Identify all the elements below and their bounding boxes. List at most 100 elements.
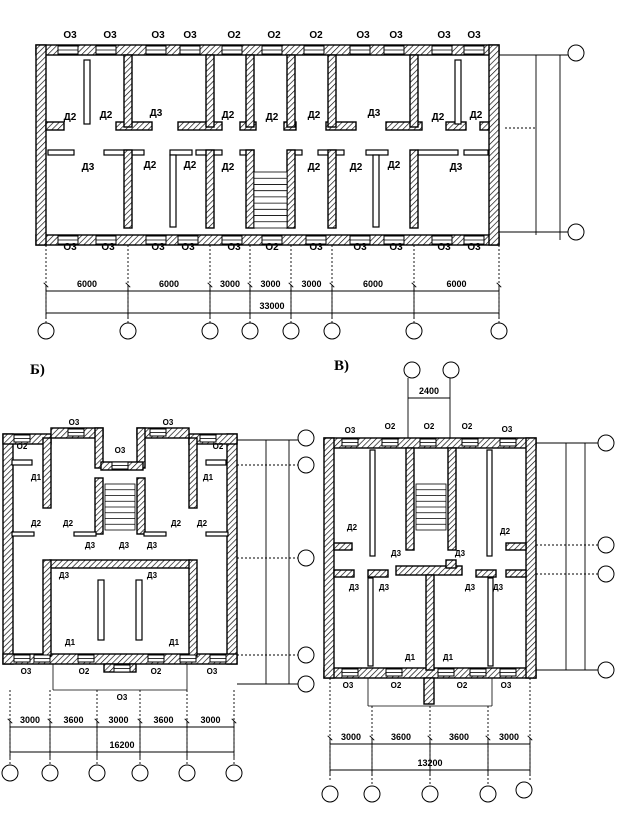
plan-v-wall bbox=[445, 559, 457, 569]
axis-marker bbox=[297, 549, 315, 567]
plan-a-corridor-wall bbox=[463, 149, 489, 156]
plan-v-wall bbox=[505, 569, 527, 578]
plan-b-wall-right bbox=[226, 433, 238, 665]
room-label: Д2 bbox=[432, 112, 445, 123]
room-label: Д3 bbox=[119, 541, 130, 550]
room-label: О3 bbox=[501, 681, 512, 690]
dimension-value: 3000 bbox=[200, 715, 220, 725]
room-label: О3 bbox=[163, 418, 174, 427]
plan-a-corridor-wall bbox=[385, 121, 423, 131]
plan-v-wall bbox=[475, 569, 497, 578]
plan-a-partition bbox=[286, 54, 296, 128]
plan-b-partition bbox=[97, 579, 105, 641]
plan-v-partition bbox=[369, 449, 376, 557]
room-label: О3 bbox=[69, 418, 80, 427]
plan-a-partition bbox=[245, 54, 255, 128]
room-label: О3 bbox=[353, 242, 367, 253]
plan-a-partition bbox=[169, 154, 177, 228]
plan-a-corridor-wall bbox=[417, 149, 459, 156]
plan-a-partition bbox=[205, 149, 215, 229]
room-label: О3 bbox=[207, 667, 218, 676]
room-label: Д3 bbox=[147, 571, 158, 580]
room-label: Д3 bbox=[368, 108, 381, 119]
room-label: О2 bbox=[213, 442, 224, 451]
room-label: О3 bbox=[356, 30, 370, 41]
plan-b-wall bbox=[136, 477, 146, 535]
room-label: Д1 bbox=[203, 473, 214, 482]
room-label: Д3 bbox=[465, 583, 476, 592]
plan-b-wall bbox=[42, 437, 52, 509]
room-label: Д2 bbox=[350, 162, 363, 173]
axis-marker bbox=[490, 322, 508, 340]
room-label: О3 bbox=[181, 242, 195, 253]
plan-v-wall-right bbox=[525, 437, 537, 679]
room-label: Д2 bbox=[500, 527, 511, 536]
plan-a-partition bbox=[205, 54, 215, 128]
axis-marker bbox=[41, 764, 59, 782]
plan-b-partition bbox=[11, 531, 35, 537]
axis-marker bbox=[37, 322, 55, 340]
room-label: О3 bbox=[151, 242, 165, 253]
room-label: О3 bbox=[343, 681, 354, 690]
plan-a-corridor-wall bbox=[325, 121, 357, 131]
axis-marker bbox=[241, 322, 259, 340]
plan-a-partition bbox=[123, 149, 133, 229]
room-label: О3 bbox=[437, 242, 451, 253]
plan-a-partition bbox=[327, 149, 337, 229]
axis-marker bbox=[297, 646, 315, 664]
room-label: О3 bbox=[103, 30, 117, 41]
room-label: О2 bbox=[151, 667, 162, 676]
plan-a-corridor-wall bbox=[45, 121, 65, 131]
room-label: Д2 bbox=[100, 110, 113, 121]
plan-v-wall bbox=[333, 569, 355, 578]
plan-a-partition bbox=[409, 149, 419, 229]
room-label: Д3 bbox=[82, 162, 95, 173]
room-label: О2 bbox=[309, 30, 323, 41]
plan-a-partition bbox=[454, 59, 462, 125]
plan-v-stair-dimension: 2400 bbox=[419, 386, 439, 396]
room-label: Д2 bbox=[64, 112, 77, 123]
dimension-total: 16200 bbox=[109, 740, 134, 750]
plan-a-corridor-wall bbox=[365, 149, 389, 156]
plan-b-partition bbox=[135, 579, 143, 641]
plan-b-wall bbox=[94, 477, 104, 535]
room-label: Д1 bbox=[443, 653, 454, 662]
room-label: Д1 bbox=[65, 638, 76, 647]
axis-marker bbox=[421, 785, 439, 803]
plan-a-staircase bbox=[253, 171, 288, 229]
room-label: О3 bbox=[63, 242, 77, 253]
room-label: О2 bbox=[267, 30, 281, 41]
axis-marker bbox=[597, 536, 615, 554]
plan-v-wall bbox=[505, 542, 527, 551]
room-label: Д2 bbox=[31, 519, 42, 528]
room-label: О2 bbox=[17, 442, 28, 451]
axis-marker bbox=[297, 675, 315, 693]
plan-v-partition bbox=[487, 577, 494, 667]
plan-v-wall bbox=[367, 569, 389, 578]
plan-b-wall-left bbox=[2, 433, 14, 665]
room-label: Д2 bbox=[171, 519, 182, 528]
axis-marker bbox=[321, 785, 339, 803]
room-label: Д3 bbox=[455, 549, 466, 558]
room-label: О2 bbox=[265, 242, 279, 253]
axis-marker bbox=[363, 785, 381, 803]
room-label: О3 bbox=[115, 446, 126, 455]
axis-marker bbox=[225, 764, 243, 782]
plan-b-wall bbox=[42, 559, 52, 657]
room-label: Д3 bbox=[147, 541, 158, 550]
plan-b-partition bbox=[205, 459, 227, 466]
plan-v-wall bbox=[425, 574, 435, 671]
room-label: О3 bbox=[345, 426, 356, 435]
plan-a-corridor-wall bbox=[47, 149, 75, 156]
room-label: Д3 bbox=[379, 583, 390, 592]
dimension-value: 3000 bbox=[341, 732, 361, 742]
axis-marker bbox=[119, 322, 137, 340]
axis-marker bbox=[1, 764, 19, 782]
axis-marker bbox=[201, 322, 219, 340]
room-label: О2 bbox=[385, 422, 396, 431]
dimension-value: 6000 bbox=[77, 279, 97, 289]
